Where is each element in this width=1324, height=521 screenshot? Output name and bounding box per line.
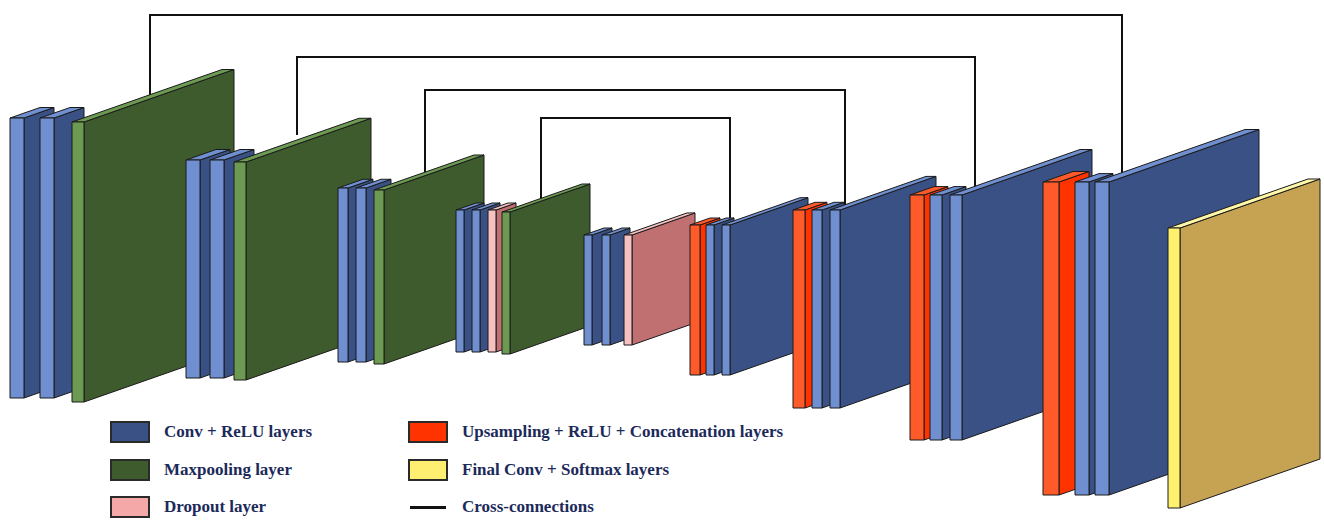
layer-face (1089, 174, 1113, 495)
layer-top (234, 118, 371, 162)
layer-front (472, 210, 480, 352)
layer-front (338, 188, 348, 362)
legend-text: Cross-connections (460, 497, 596, 517)
layer-front (793, 210, 805, 408)
layer-face (510, 184, 590, 354)
cross-connection (297, 57, 975, 190)
layer-front (1075, 182, 1089, 495)
layer-front (488, 210, 496, 352)
layer-front (706, 225, 714, 375)
cross-connection (425, 90, 845, 210)
layer-front (1043, 182, 1059, 495)
layer-front (502, 212, 510, 354)
legend-text: Conv + ReLU layers (162, 422, 314, 442)
legend-item: Dropout layer (110, 496, 268, 518)
legend-swatch (408, 421, 448, 443)
legend-swatch (408, 459, 448, 481)
layer-front (1168, 228, 1180, 508)
layer-front (830, 210, 840, 408)
legend-item: Conv + ReLU layers (110, 421, 314, 443)
layer-front (602, 235, 610, 345)
legend-swatch (110, 459, 150, 481)
layer-top (72, 70, 234, 123)
layer-face (592, 228, 612, 345)
legend-item: Upsampling + ReLU + Concatenation layers (408, 421, 785, 443)
layer-top (374, 155, 484, 190)
layer-front (812, 210, 822, 408)
layer-front (10, 118, 24, 398)
layer-front (40, 118, 54, 398)
legend-swatch (110, 421, 150, 443)
layer-front (356, 188, 366, 362)
layer-face (24, 108, 54, 399)
legend-item: Cross-connections (408, 496, 596, 518)
legend-text: Dropout layer (162, 497, 268, 517)
legend-item: Maxpooling layer (110, 459, 294, 481)
layer-top (40, 108, 84, 119)
layer-face (632, 213, 695, 345)
legend-text: Maxpooling layer (162, 460, 294, 480)
layer-front (584, 235, 592, 345)
legend-item: Final Conv + Softmax layers (408, 459, 671, 481)
layer-face (942, 187, 966, 440)
layer-front (690, 225, 700, 375)
layer-front (72, 122, 84, 402)
layer-front (234, 162, 246, 380)
legend-swatch (110, 496, 150, 518)
layer-front (910, 195, 924, 440)
layer-front (456, 210, 464, 352)
layer-face (384, 155, 484, 364)
layer-front (374, 190, 384, 364)
layer-top (502, 184, 590, 212)
layer-front (624, 235, 632, 345)
legend-text: Upsampling + ReLU + Concatenation layers (460, 422, 785, 442)
layer-front (1095, 182, 1109, 495)
layer-top (1095, 130, 1259, 183)
layer-top (624, 213, 695, 235)
layer-top (1168, 179, 1320, 228)
layer-front (722, 225, 730, 375)
layer-face (84, 70, 234, 403)
layer-front (950, 195, 962, 440)
legend-text: Final Conv + Softmax layers (460, 460, 671, 480)
layer-front (210, 160, 224, 378)
layer-slabs (10, 70, 1320, 509)
layer-face (1180, 179, 1320, 508)
layer-front (930, 195, 942, 440)
layer-face (1059, 172, 1089, 496)
layer-front (186, 160, 200, 378)
legend-line-sample (408, 496, 448, 518)
